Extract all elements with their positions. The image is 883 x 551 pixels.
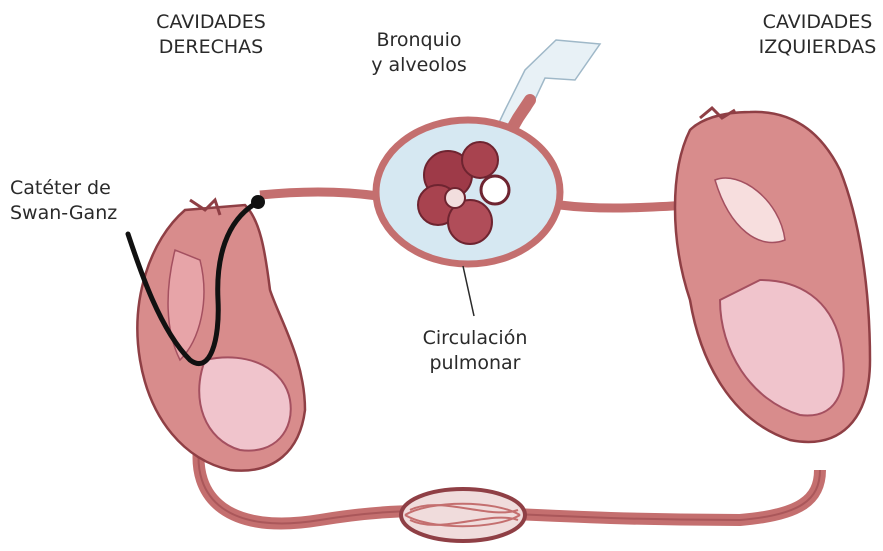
label-bronchi-line1: Bronquio — [352, 28, 486, 53]
right-heart — [137, 200, 305, 471]
label-right-cavities-line2: DERECHAS — [136, 35, 286, 60]
label-right-cavities-line1: CAVIDADES — [136, 10, 286, 35]
left-heart — [675, 108, 870, 442]
pulmonary-vein — [560, 205, 690, 208]
label-pulmonary-line2: pulmonar — [400, 351, 550, 376]
label-right-cavities: CAVIDADES DERECHAS — [136, 10, 286, 60]
label-left-cavities-line2: IZQUIERDAS — [745, 35, 883, 60]
pulmonary-artery — [260, 192, 378, 196]
label-bronchi-line2: y alveolos — [352, 53, 486, 78]
label-left-cavities-line1: CAVIDADES — [745, 10, 883, 35]
label-left-cavities: CAVIDADES IZQUIERDAS — [745, 10, 883, 60]
pulmonary-leader-line — [463, 266, 474, 316]
label-pulmonary-circulation: Circulación pulmonar — [400, 326, 550, 376]
label-pulmonary-line1: Circulación — [400, 326, 550, 351]
label-catheter-line1: Catéter de — [10, 176, 117, 201]
label-bronchi-alveoli: Bronquio y alveolos — [352, 28, 486, 78]
label-catheter: Catéter de Swan-Ganz — [10, 176, 117, 226]
systemic-capillary-bed — [401, 489, 525, 541]
catheter-tip — [251, 195, 265, 209]
label-catheter-line2: Swan-Ganz — [10, 201, 117, 226]
